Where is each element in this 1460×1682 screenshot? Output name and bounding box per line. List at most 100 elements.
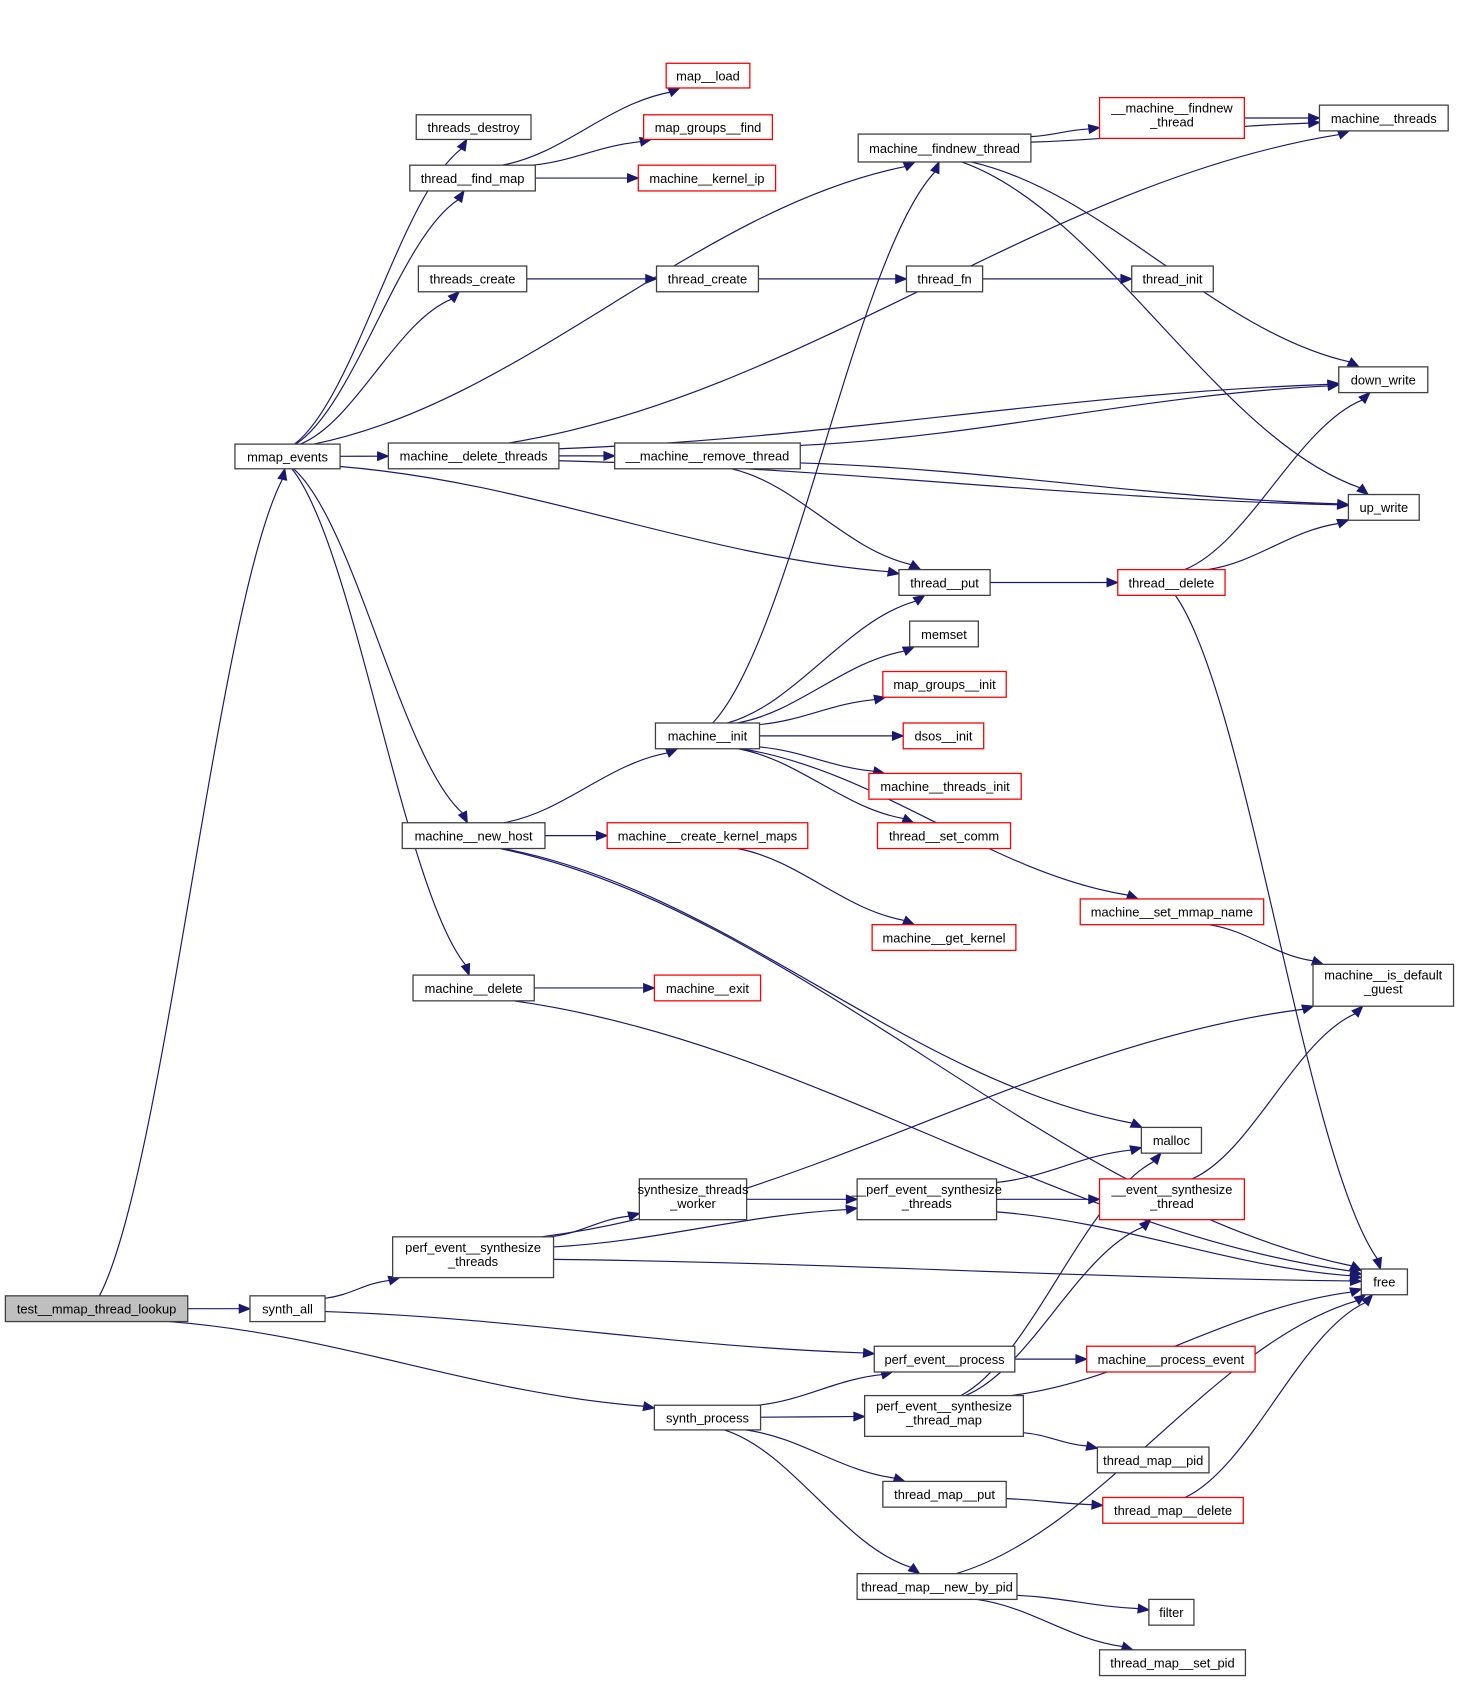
node-perf-event-synthesize-threads-int[interactable]: __perf_event__synthesize_threads	[851, 1178, 1002, 1221]
node-box	[1086, 1345, 1256, 1373]
node-machine-threads-init[interactable]: machine__threads_init	[868, 772, 1022, 800]
node-thread-map-set-pid[interactable]: thread_map__set_pid	[1098, 1649, 1247, 1677]
node-box	[606, 822, 809, 850]
arrowhead	[886, 566, 901, 577]
edge-line	[1030, 128, 1089, 138]
node-event-synthesize-thread[interactable]: __event__synthesize_thread	[1098, 1178, 1246, 1221]
edge-machine-create-kernel-maps-to-machine-get-kernel	[737, 847, 916, 926]
node-box	[902, 722, 985, 750]
node-machine-get-kernel[interactable]: machine__get_kernel	[871, 924, 1017, 952]
node-thread-create[interactable]: thread_create	[655, 265, 760, 293]
edge-line	[976, 1598, 1123, 1648]
node-label: threads_create	[430, 272, 516, 287]
node-machine-findnew-thread[interactable]: machine__findnew_thread	[857, 133, 1032, 163]
node-label: malloc	[1153, 1133, 1191, 1148]
arrowhead	[1125, 890, 1140, 900]
node-map-load[interactable]: map__load	[665, 62, 751, 89]
arrowhead	[377, 451, 390, 462]
node-machine-remove-thread[interactable]: __machine__remove_thread	[614, 442, 801, 470]
node-machine-delete[interactable]: machine__delete	[412, 974, 535, 1002]
node-thread-put[interactable]: thread__put	[898, 568, 991, 596]
node-map-groups-find[interactable]: map_groups__find	[643, 114, 774, 141]
node-label: threads_destroy	[428, 120, 521, 135]
node-malloc[interactable]: malloc	[1140, 1126, 1203, 1154]
node-free[interactable]: free	[1360, 1268, 1409, 1296]
edge-line	[741, 748, 1129, 896]
edge-line	[1010, 1291, 1352, 1397]
edge-machine-init-to-machine-findnew-thread	[712, 160, 940, 724]
node-up-write[interactable]: up_write	[1347, 493, 1420, 521]
node-root[interactable]: test__mmap_thread_lookup	[4, 1295, 189, 1323]
node-machine-set-mmap-name[interactable]: machine__set_mmap_name	[1079, 898, 1265, 926]
node-box	[856, 1178, 998, 1221]
arrowhead	[1087, 123, 1101, 135]
node-box	[1360, 1268, 1409, 1296]
node-machine-findnew-thread-int[interactable]: __machine__findnew_thread	[1098, 96, 1246, 140]
node-perf-event-process[interactable]: perf_event__process	[873, 1345, 1016, 1373]
node-machine-process-event[interactable]: machine__process_event	[1086, 1345, 1256, 1373]
node-box	[857, 133, 1032, 163]
node-machine-threads[interactable]: machine__threads	[1318, 104, 1449, 132]
node-perf-event-synthesize-threads[interactable]: perf_event__synthesize_threads	[391, 1236, 555, 1279]
node-thread-map-pid[interactable]: thread_map__pid	[1096, 1446, 1210, 1474]
node-box	[882, 1480, 1007, 1508]
node-box	[387, 442, 560, 470]
node-box	[882, 670, 1007, 698]
edge-line	[499, 847, 1352, 1267]
node-filter[interactable]: filter	[1148, 1598, 1195, 1626]
edge-machine-delete-threads-to-down-write	[558, 379, 1341, 450]
arrowhead	[1372, 1256, 1383, 1271]
node-box	[1347, 493, 1420, 521]
arrowhead	[908, 559, 922, 571]
node-thread-fn[interactable]: thread_fn	[905, 265, 984, 293]
edge-line	[550, 1215, 630, 1238]
node-machine-is-default-guest[interactable]: machine__is_default_guest	[1312, 963, 1455, 1007]
node-memset[interactable]: memset	[909, 620, 979, 648]
edge-mmap-events-to-threads-create	[300, 290, 461, 445]
node-mmap-events[interactable]: mmap_events	[234, 443, 341, 470]
node-machine-kernel-ip[interactable]: machine__kernel_ip	[637, 164, 777, 192]
node-thread-find-map[interactable]: thread__find_map	[409, 164, 536, 192]
node-machine-init[interactable]: machine__init	[654, 722, 761, 750]
node-down-write[interactable]: down_write	[1338, 366, 1429, 394]
node-thread-set-comm[interactable]: thread__set_comm	[876, 822, 1012, 850]
edge-mmap-events-to-thread-find-map	[295, 189, 465, 445]
edge-line	[502, 847, 1133, 1124]
edge-root-to-synth-process	[168, 1320, 656, 1412]
edge-machine-findnew-thread-int-to-machine-threads	[1244, 112, 1321, 124]
edge-line	[759, 746, 874, 772]
edge-line	[325, 1310, 864, 1354]
node-thread-map-new-by-pid[interactable]: thread_map__new_by_pid	[856, 1573, 1018, 1601]
node-dsos-init[interactable]: dsos__init	[902, 722, 985, 750]
nodes-layer: test__mmap_thread_lookup mmap_eventssynth…	[4, 62, 1455, 1677]
node-label: map_groups__init	[893, 677, 996, 692]
node-map-groups-init[interactable]: map_groups__init	[882, 670, 1007, 698]
edge-machine-delete-threads-to-machine-remove-thread	[558, 450, 617, 461]
node-machine-exit[interactable]: machine__exit	[653, 974, 762, 1002]
arrowhead	[901, 813, 915, 824]
edge-synth-process-to-thread-map-new-by-pid	[724, 1429, 921, 1575]
node-box	[637, 164, 777, 192]
edge-line	[1208, 924, 1314, 962]
node-machine-delete-threads[interactable]: machine__delete_threads	[387, 442, 560, 470]
node-synth-all[interactable]: synth_all	[249, 1295, 326, 1323]
node-machine-new-host[interactable]: machine__new_host	[401, 822, 546, 850]
node-label: machine__create_kernel_maps	[618, 828, 797, 843]
node-thread-init[interactable]: thread_init	[1131, 265, 1214, 293]
edge-line	[503, 752, 668, 824]
node-synthesize-threads-worker[interactable]: synthesize_threads_worker	[638, 1178, 749, 1221]
node-thread-map-delete[interactable]: thread_map__delete	[1102, 1496, 1244, 1524]
node-threads-destroy[interactable]: threads_destroy	[415, 114, 532, 141]
node-label: map__load	[676, 68, 740, 83]
node-synth-process[interactable]: synth_process	[653, 1404, 762, 1431]
node-box	[905, 265, 984, 293]
node-box	[391, 1236, 555, 1279]
node-thread-delete[interactable]: thread__delete	[1117, 568, 1226, 596]
edge-perf-event-synthesize-thread-map-to-thread-map-pid	[1023, 1432, 1099, 1451]
node-perf-event-synthesize-thread-map[interactable]: perf_event__synthesize_thread_map	[863, 1394, 1025, 1437]
node-box	[1117, 568, 1226, 596]
node-threads-create[interactable]: threads_create	[417, 265, 528, 293]
arrowhead	[1361, 1293, 1374, 1307]
node-thread-map-put[interactable]: thread_map__put	[882, 1480, 1007, 1508]
node-machine-create-kernel-maps[interactable]: machine__create_kernel_maps	[606, 822, 809, 850]
